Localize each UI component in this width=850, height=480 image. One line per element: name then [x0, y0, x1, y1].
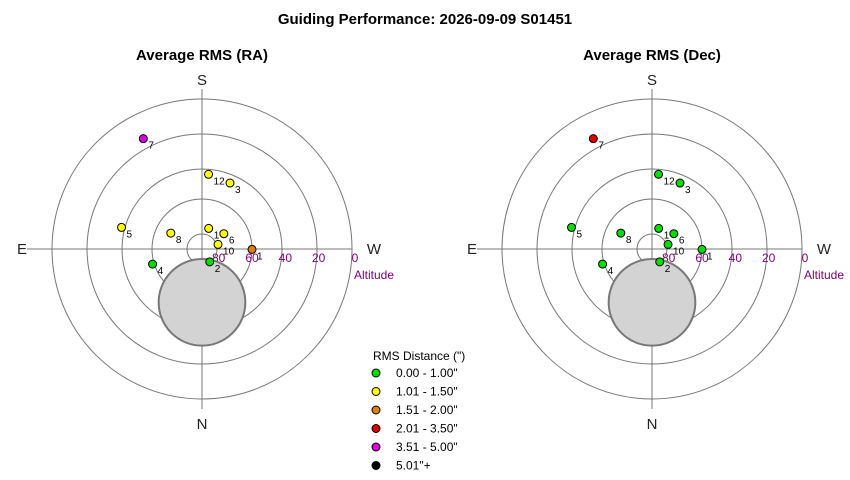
data-point-label: 8	[176, 235, 182, 246]
data-point	[663, 239, 673, 249]
data-point-label: 5	[577, 229, 583, 240]
altitude-tick-label: 40	[729, 251, 743, 265]
legend: RMS Distance (") 0.00 - 1.00" 1.01 - 1.50"…	[371, 349, 465, 473]
data-point-label: 6	[679, 236, 685, 247]
data-point-label: 10	[673, 246, 685, 257]
data-point	[675, 178, 685, 188]
data-point-label: 7	[148, 141, 154, 152]
data-point	[669, 229, 679, 239]
compass-south-label: S	[197, 72, 207, 89]
data-point	[598, 259, 608, 269]
altitude-axis-label: Altitude	[354, 268, 394, 282]
data-point-label: 5	[127, 229, 133, 240]
data-point	[654, 223, 664, 233]
altitude-tick-label: 20	[312, 251, 326, 265]
legend-item-label: 0.00 - 1.00"	[396, 366, 458, 380]
data-point	[166, 228, 176, 238]
data-point-label: 3	[685, 185, 691, 196]
data-point-label: 4	[608, 266, 614, 277]
data-point	[219, 229, 229, 239]
data-point-label: 3	[235, 185, 241, 196]
data-point-label: 1	[257, 251, 263, 262]
data-point	[616, 228, 626, 238]
legend-swatch	[371, 442, 381, 452]
data-point-label: 2	[665, 264, 671, 275]
legend-item-label: 1.51 - 2.00"	[396, 403, 458, 417]
compass-south-label: S	[647, 72, 657, 89]
data-point-label: 1	[214, 230, 220, 241]
altitude-tick-label: 0	[352, 251, 359, 265]
compass-west-label: W	[367, 241, 382, 258]
altitude-tick-label: 60	[245, 251, 259, 265]
data-point	[117, 222, 127, 232]
altitude-axis-label: Altitude	[804, 268, 844, 282]
legend-item-label: 2.01 - 3.50"	[396, 422, 458, 436]
data-point	[225, 178, 235, 188]
data-point	[588, 134, 598, 144]
obstruction-disc	[157, 258, 247, 347]
figure-title: Guiding Performance: 2026-09-09 S01451	[278, 11, 572, 28]
legend-swatch	[371, 461, 381, 470]
data-point-label: 1	[707, 251, 713, 262]
compass-north-label: N	[647, 416, 658, 433]
data-point	[247, 244, 257, 254]
altitude-tick-label: 40	[279, 251, 293, 265]
plot-title: Average RMS (RA)	[136, 47, 268, 64]
legend-swatch	[371, 368, 381, 378]
data-point	[697, 244, 707, 254]
data-point-label: 2	[215, 264, 221, 275]
legend-swatch	[371, 387, 381, 396]
data-point-label: 12	[664, 176, 676, 187]
altitude-tick-label: 20	[762, 251, 776, 265]
data-point-label: 7	[598, 141, 604, 152]
data-point	[204, 223, 214, 233]
legend-swatch	[371, 424, 381, 433]
altitude-tick-label: 60	[695, 251, 709, 265]
plot-title: Average RMS (Dec)	[583, 47, 721, 64]
data-point	[654, 169, 664, 179]
data-point	[567, 222, 577, 232]
data-point-label: 8	[626, 235, 632, 246]
legend-item-label: 1.01 - 1.50"	[396, 385, 458, 399]
data-point-label: 1	[664, 230, 670, 241]
legend-item-label: 3.51 - 5.00"	[396, 440, 458, 454]
compass-east-label: E	[467, 241, 477, 258]
data-point	[204, 169, 214, 179]
data-point-label: 6	[229, 236, 235, 247]
obstruction-disc	[607, 258, 697, 347]
data-point	[205, 257, 215, 267]
altitude-tick-label: 0	[802, 251, 809, 265]
data-point-label: 10	[223, 246, 235, 257]
data-point	[213, 239, 223, 249]
legend-swatch	[371, 405, 381, 415]
compass-west-label: W	[817, 241, 832, 258]
compass-north-label: N	[197, 416, 208, 433]
compass-east-label: E	[17, 241, 27, 258]
data-point-label: 12	[214, 176, 226, 187]
data-point-label: 4	[158, 266, 164, 277]
legend-item-label: 5.01"+	[396, 459, 431, 473]
legend-title: RMS Distance (")	[373, 349, 465, 363]
data-point	[138, 134, 148, 144]
data-point	[655, 257, 665, 267]
data-point	[148, 259, 158, 269]
